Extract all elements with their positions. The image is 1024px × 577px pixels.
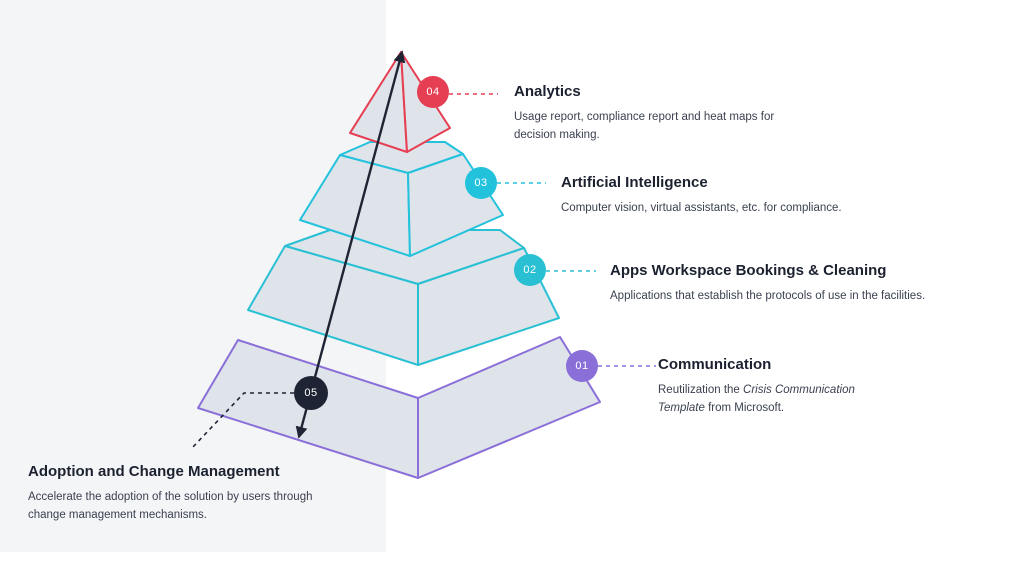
communication-desc-template-name: Crisis Communication Template xyxy=(658,384,855,414)
connector-05 xyxy=(191,392,294,449)
apps-workspace-title: Apps Workspace Bookings & Cleaning xyxy=(610,262,887,279)
artificial-intelligence-description: Computer vision, virtual assistants, etc… xyxy=(561,202,842,214)
callout-apps-workspace: Apps Workspace Bookings & Cleaning Appli… xyxy=(610,262,1010,305)
badge-04: 04 xyxy=(417,76,449,108)
adoption-arrow xyxy=(295,50,406,439)
apps-workspace-description: Applications that establish the protocol… xyxy=(610,290,926,302)
callout-communication: Communication Reutilization the Crisis C… xyxy=(658,356,908,417)
badge-03: 03 xyxy=(465,167,497,199)
adoption-description: Accelerate the adoption of the solution … xyxy=(28,491,313,521)
callout-artificial-intelligence: Artificial Intelligence Computer vision,… xyxy=(561,174,901,217)
analytics-title: Analytics xyxy=(514,83,581,100)
badge-05: 05 xyxy=(294,376,328,410)
communication-desc-text-2: from Microsoft. xyxy=(704,402,785,414)
analytics-description: Usage report, compliance report and heat… xyxy=(514,111,775,141)
artificial-intelligence-title: Artificial Intelligence xyxy=(561,174,708,191)
callout-adoption: Adoption and Change Management Accelerat… xyxy=(28,463,358,524)
callout-analytics: Analytics Usage report, compliance repor… xyxy=(514,83,814,144)
badge-02: 02 xyxy=(514,254,546,286)
communication-title: Communication xyxy=(658,356,772,373)
badge-01: 01 xyxy=(566,350,598,382)
communication-desc-text-1: Reutilization the xyxy=(658,384,744,396)
communication-description: Reutilization the Crisis Communication T… xyxy=(658,381,898,417)
adoption-title: Adoption and Change Management xyxy=(28,463,280,480)
